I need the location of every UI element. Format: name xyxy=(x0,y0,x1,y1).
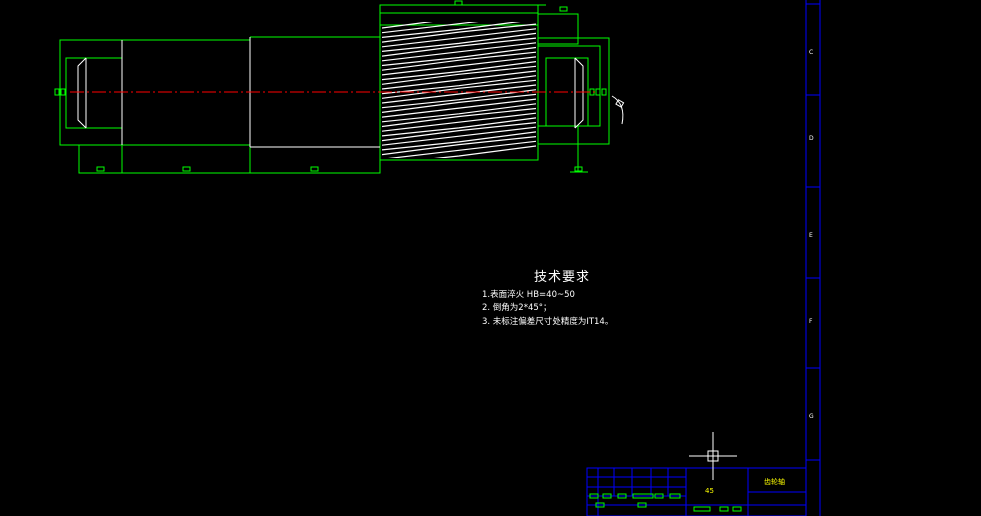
gear-tooth-line xyxy=(382,103,536,123)
gear-tooth-line xyxy=(382,32,536,52)
zone-label: E xyxy=(809,232,813,239)
part-name-label: 齿轮轴 xyxy=(764,477,785,486)
gear-tooth-line xyxy=(382,28,536,48)
gear-tooth-line xyxy=(382,122,536,142)
gear-tooth-line xyxy=(382,51,536,71)
title-block-fields xyxy=(589,493,742,512)
requirement-item: 2. 倒角为2*45°； xyxy=(482,303,552,313)
gear-tooth-line xyxy=(382,79,536,99)
gear-tooth-line xyxy=(382,56,536,76)
gear-tooth-line xyxy=(433,145,536,158)
shaft-section-lines xyxy=(77,37,584,148)
gear-tooth-line xyxy=(382,46,536,67)
gear-tooth-line xyxy=(382,84,536,104)
gear-tooth-line xyxy=(382,22,479,34)
title-block xyxy=(586,467,807,516)
gear-tooth-line xyxy=(382,117,536,137)
gear-tooth-line xyxy=(382,93,536,113)
gear-tooth-line xyxy=(382,126,536,146)
gear-tooth-line xyxy=(382,65,536,85)
gear-tooth-line xyxy=(382,75,536,95)
gear-tooth-line xyxy=(382,131,536,151)
material-label: 45 xyxy=(705,487,714,495)
technical-requirements-title: 技术要求 xyxy=(534,270,591,285)
zone-label: G xyxy=(809,413,814,420)
gear-tooth-line xyxy=(382,23,536,43)
frame-zone-labels: C D E F G xyxy=(809,49,814,420)
gear-tooth-line xyxy=(382,37,536,57)
gear-tooth-line xyxy=(382,22,521,38)
gear-tooth-line xyxy=(382,112,536,132)
gear-tooth-line xyxy=(382,98,536,118)
gear-tooth-line xyxy=(382,107,536,128)
zone-label: D xyxy=(809,135,814,142)
gear-tooth-line xyxy=(382,61,536,81)
gear-tooth-line xyxy=(387,140,536,158)
gear-tooth-line xyxy=(382,89,536,109)
zone-label: C xyxy=(809,49,813,56)
gear-tooth-line xyxy=(382,22,433,29)
helical-gear-teeth xyxy=(382,22,536,158)
dimension-arc xyxy=(611,95,625,125)
gear-tooth-line xyxy=(382,42,536,62)
crosshair-cursor-icon xyxy=(689,432,737,480)
gear-tooth-line xyxy=(382,70,536,90)
requirement-item: 3. 未标注偏差尺寸处精度为IT14。 xyxy=(482,317,614,327)
gear-tooth-line xyxy=(382,136,536,156)
drawing-frame xyxy=(805,0,821,516)
requirement-item: 1.表面淬火 HB=40~50 xyxy=(482,290,575,300)
zone-label: F xyxy=(809,318,813,325)
